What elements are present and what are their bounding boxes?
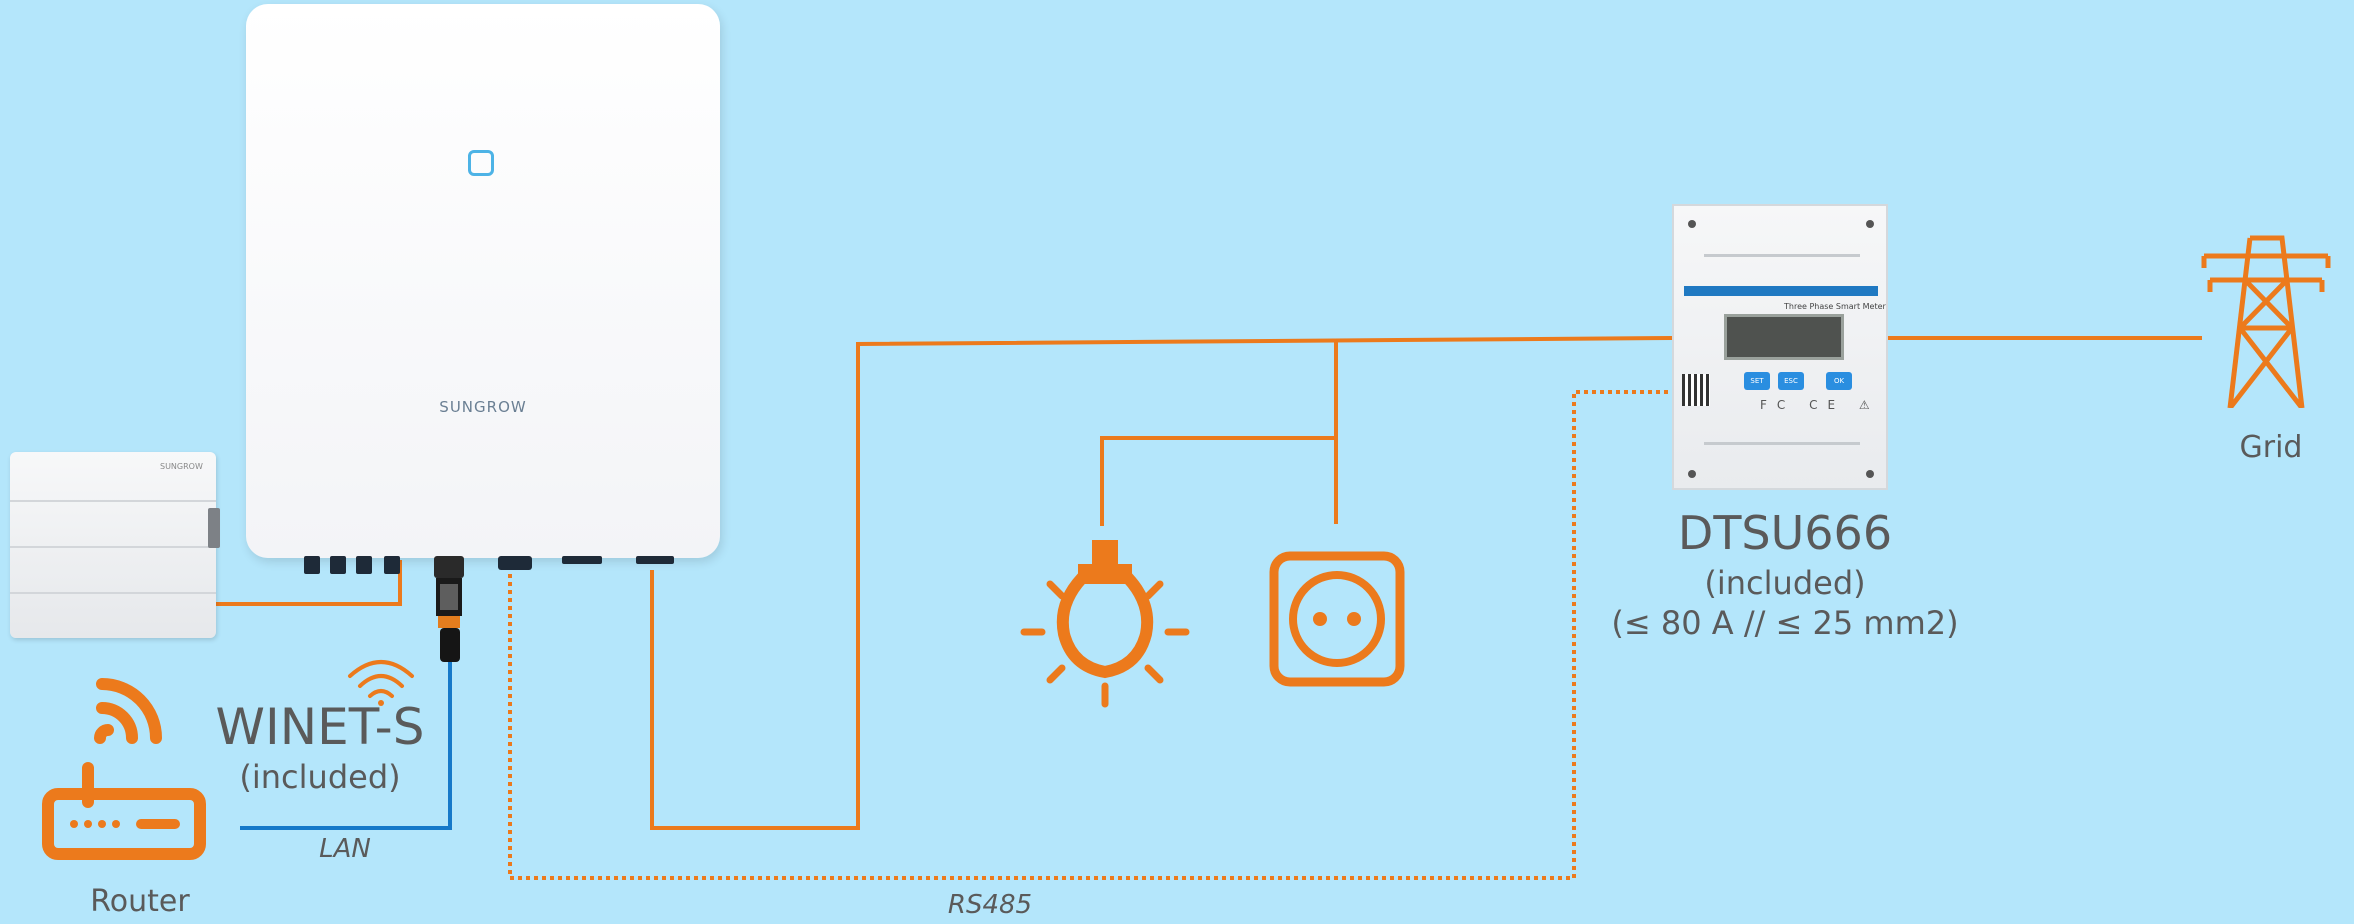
power-socket-icon xyxy=(1268,550,1406,688)
ac-port xyxy=(562,556,602,564)
meter-esc-button: ESC xyxy=(1778,372,1804,390)
meter-screw xyxy=(1688,470,1696,478)
rs485-port xyxy=(498,556,532,570)
meter-display xyxy=(1724,314,1844,360)
rs485-cable-label: RS485 xyxy=(920,890,1060,920)
meter-spec: (≤ 80 A // ≤ 25 mm2) xyxy=(1580,604,1990,642)
meter-ok-button: OK xyxy=(1826,372,1852,390)
meter-note: (included) xyxy=(1580,564,1990,602)
meter-slot xyxy=(1704,254,1860,257)
router-icon xyxy=(40,676,220,866)
meter-slot xyxy=(1704,442,1860,445)
transmission-tower-icon xyxy=(2196,232,2336,408)
ac-port xyxy=(636,556,674,564)
winet-name: WINET-S xyxy=(190,698,450,756)
winet-dongle xyxy=(434,556,464,662)
dc-connector xyxy=(384,556,400,574)
meter-qr-code xyxy=(1682,374,1710,406)
meter-screw xyxy=(1866,220,1874,228)
meter-screw xyxy=(1688,220,1696,228)
meter-cert-marks: FC CE ⚠ xyxy=(1760,398,1880,412)
winet-note: (included) xyxy=(190,758,450,796)
meter-name: DTSU666 xyxy=(1580,506,1990,560)
meter-set-button: SET xyxy=(1744,372,1770,390)
dc-connector xyxy=(356,556,372,574)
meter-panel-title: Three Phase Smart Meter xyxy=(1784,302,1886,311)
dc-connector xyxy=(304,556,320,574)
meter-screw xyxy=(1866,470,1874,478)
lan-cable-label: LAN xyxy=(290,834,400,864)
smart-meter: Three Phase Smart Meter SET ESC OK FC CE… xyxy=(1672,204,1888,490)
grid-label: Grid xyxy=(2196,430,2346,465)
router-label: Router xyxy=(40,884,240,919)
meter-stripe xyxy=(1684,286,1878,296)
dc-connector xyxy=(330,556,346,574)
light-bulb-icon xyxy=(1020,534,1190,710)
